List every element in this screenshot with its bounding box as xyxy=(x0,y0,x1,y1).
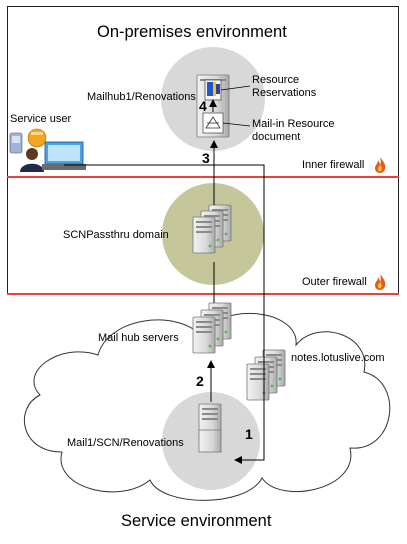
service-environment-title: Service environment xyxy=(121,512,272,530)
step4-number: 4 xyxy=(199,98,207,114)
mail-in-resource-leader xyxy=(222,122,251,127)
outer-firewall-label: Outer firewall xyxy=(302,276,367,288)
step1-number: 1 xyxy=(245,426,253,442)
service-user-icon xyxy=(9,128,86,172)
service-user-label: Service user xyxy=(10,113,72,125)
lotuslive-label: notes.lotuslive.com xyxy=(291,352,385,364)
scnpassthru-label: SCNPassthru domain xyxy=(63,229,169,241)
step3-number: 3 xyxy=(202,150,210,166)
on-premises-title: On-premises environment xyxy=(97,23,287,41)
mailhub1-label: Mailhub1/Renovations xyxy=(87,91,196,103)
resource-reservations-label: Resource Reservations xyxy=(252,74,317,99)
step2-number: 2 xyxy=(196,373,204,389)
document-icon xyxy=(202,112,224,134)
mail-hub-servers-label: Mail hub servers xyxy=(98,332,179,344)
inner-firewall-label: Inner firewall xyxy=(302,159,365,171)
database-icon xyxy=(204,79,222,101)
resource-reservations-leader xyxy=(220,85,251,91)
mail-in-resource-label: Mail-in Resource document xyxy=(252,118,335,143)
mail1-label: Mail1/SCN/Renovations xyxy=(67,437,184,449)
mail1-server-icon xyxy=(198,403,222,453)
step1-connector xyxy=(64,164,265,464)
